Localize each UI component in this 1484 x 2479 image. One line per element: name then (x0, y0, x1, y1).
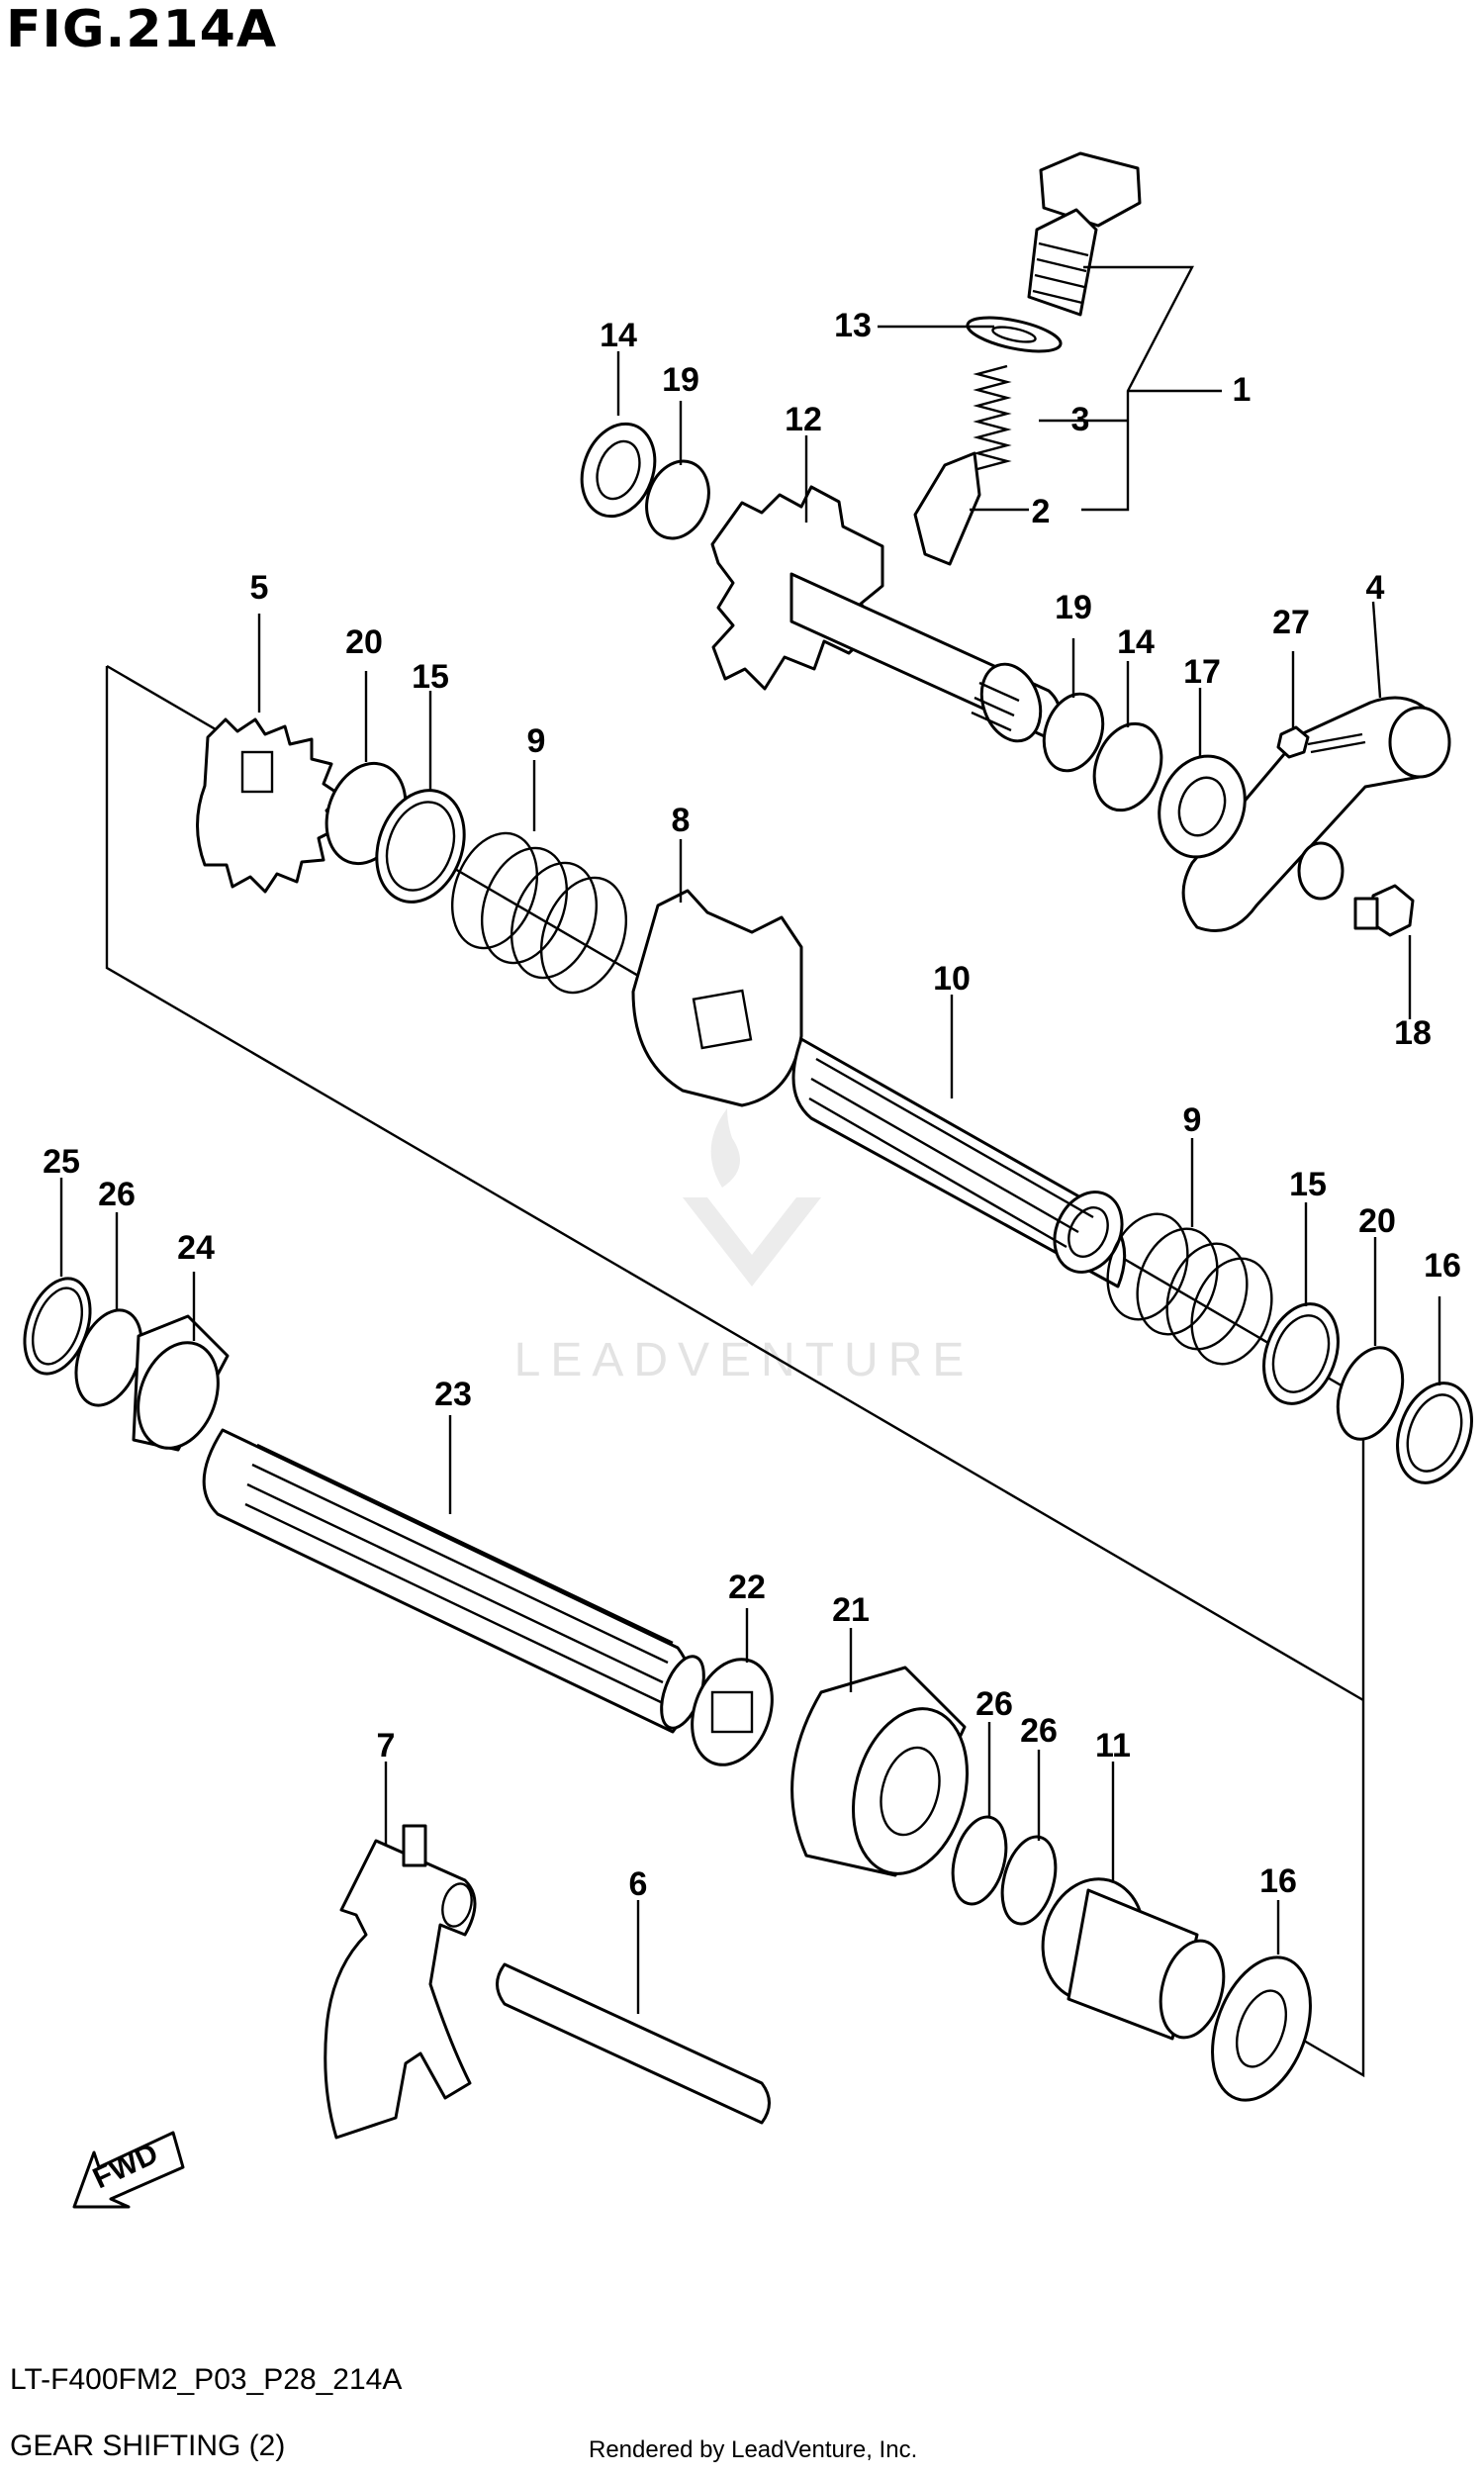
figure-name: GEAR SHIFTING (2) (10, 2430, 286, 2462)
circlip-26-lower-b (1000, 1835, 1058, 1926)
callout-16-lower: 16 (1259, 1862, 1297, 1900)
figure-code: LT-F400FM2_P03_P28_214A (10, 2363, 403, 2396)
callout-4: 4 (1366, 569, 1385, 607)
callout-5: 5 (250, 569, 269, 607)
washer-14-right (1092, 721, 1163, 812)
callout-19-upper: 19 (662, 361, 699, 399)
bolt-18 (1353, 884, 1415, 937)
spring-9-lower (1106, 1212, 1273, 1366)
circlip-19-right (1042, 692, 1105, 773)
watermark-text: LEADVENTURE (514, 1334, 974, 1386)
callout-17: 17 (1183, 653, 1221, 691)
gear-5 (196, 717, 343, 894)
callout-25: 25 (43, 1143, 80, 1181)
shift-arm-4 (1181, 696, 1451, 932)
callout-26-left: 26 (98, 1176, 136, 1213)
callout-7: 7 (377, 1727, 396, 1764)
leader-lines (59, 265, 1441, 2014)
callout-23: 23 (434, 1376, 472, 1413)
shaft-10 (791, 1037, 1127, 1288)
shift-shaft (710, 485, 1062, 743)
cam-8 (631, 889, 803, 1107)
callout-20-left: 20 (345, 623, 383, 661)
callout-19-right: 19 (1055, 589, 1092, 626)
callout-3: 3 (1071, 401, 1090, 438)
drum-21 (790, 1666, 970, 1877)
circlip-19-upper (645, 459, 710, 540)
washer-16-lower (1211, 1955, 1312, 2102)
washer-14-upper (580, 422, 657, 519)
callout-15-right: 15 (1289, 1166, 1327, 1203)
washer-15-right (1262, 1302, 1340, 1405)
callout-8: 8 (672, 802, 691, 839)
callout-16-right: 16 (1424, 1247, 1461, 1285)
bearing-17 (1158, 754, 1247, 859)
shift-fork-7 (324, 1824, 477, 2140)
washer-16-right (1396, 1382, 1473, 1484)
callout-14-right: 14 (1117, 623, 1155, 661)
callout-27: 27 (1272, 604, 1310, 641)
callout-9-lower: 9 (1183, 1101, 1202, 1139)
callout-1: 1 (1233, 371, 1252, 409)
fwd-arrow-icon: FWD (72, 2131, 185, 2209)
callout-21: 21 (832, 1591, 870, 1629)
sleeve-11 (1041, 1877, 1226, 2041)
callout-24: 24 (177, 1229, 215, 1267)
nut-27 (1276, 725, 1310, 759)
callout-10: 10 (933, 960, 971, 998)
callout-12: 12 (785, 401, 822, 438)
render-credit: Rendered by LeadVenture, Inc. (589, 2436, 918, 2463)
retainer-22 (691, 1658, 774, 1766)
callout-22: 22 (728, 1569, 766, 1606)
callout-9-upper: 9 (527, 722, 546, 760)
callout-18: 18 (1394, 1014, 1432, 1052)
bushing-24 (132, 1314, 230, 1452)
circlip-26-lower-a (951, 1815, 1008, 1906)
callout-26-lower-a: 26 (975, 1685, 1013, 1723)
pin-6 (496, 1962, 771, 2125)
shaft-23 (202, 1428, 705, 1734)
bolt-assembly (913, 151, 1142, 566)
callout-6: 6 (629, 1865, 648, 1903)
figure-title: FIG.214A (6, 0, 278, 59)
callout-15-left: 15 (412, 658, 449, 696)
callout-11: 11 (1095, 1727, 1131, 1764)
spring-9-upper (450, 831, 628, 995)
callout-14-upper: 14 (600, 317, 637, 354)
leadventure-watermark: LEADVENTURE (514, 1108, 974, 1386)
callout-2: 2 (1032, 493, 1051, 530)
callout-20-right: 20 (1358, 1202, 1396, 1240)
circlip-20-right (1336, 1346, 1405, 1441)
callout-13: 13 (834, 307, 872, 344)
callout-26-lower-b: 26 (1020, 1712, 1058, 1750)
callout-numbers: 1 2 3 4 5 6 7 8 9 9 10 11 12 13 14 14 15… (43, 307, 1461, 1903)
